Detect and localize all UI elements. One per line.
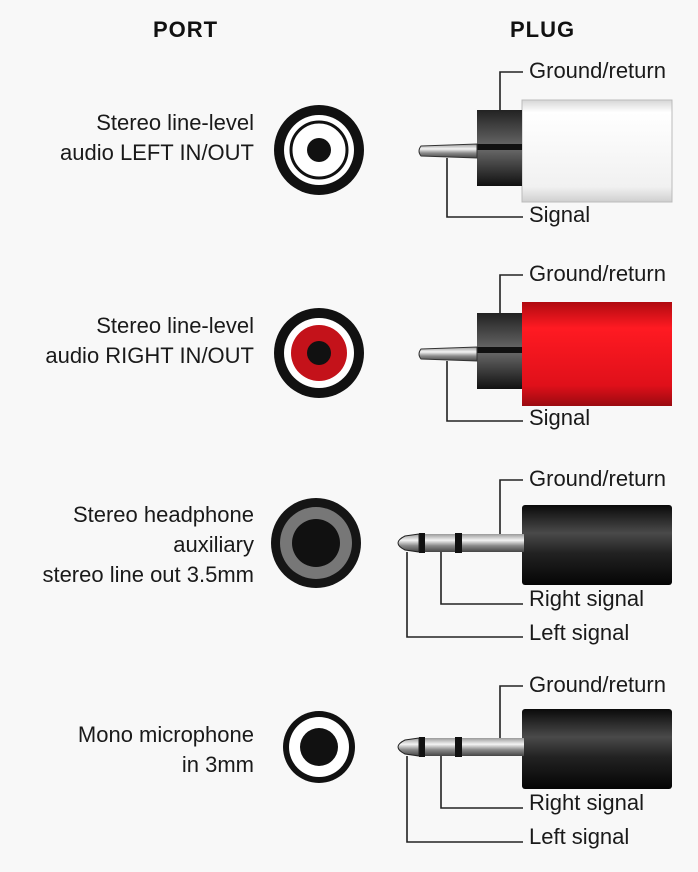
trs-plug-microphone [397,709,672,789]
headphone-port [271,498,361,588]
label-signal: Signal [529,405,591,430]
label-right-signal: Right signal [529,586,644,611]
rca-plug-white [418,99,673,203]
leader-lines [446,71,523,218]
label-ground-return: Ground/return [529,672,666,697]
label-left-signal: Left signal [529,824,630,849]
label-left-signal: Left signal [529,620,630,645]
label-ground-return: Ground/return [529,261,666,286]
trs-plug-headphone [397,505,672,585]
leader-lines [406,685,523,843]
leader-lines [406,479,523,638]
microphone-port [283,711,355,783]
port-header: PORT [153,17,219,42]
rca-port-white [274,105,364,195]
label-signal: Signal [529,202,591,227]
rca-plug-red [418,302,672,406]
rca-port-red [274,308,364,398]
label-ground-return: Ground/return [529,466,666,491]
label-right-signal: Right signal [529,790,644,815]
leader-lines [446,274,523,422]
plug-header: PLUG [510,17,576,42]
label-ground-return: Ground/return [529,58,666,83]
